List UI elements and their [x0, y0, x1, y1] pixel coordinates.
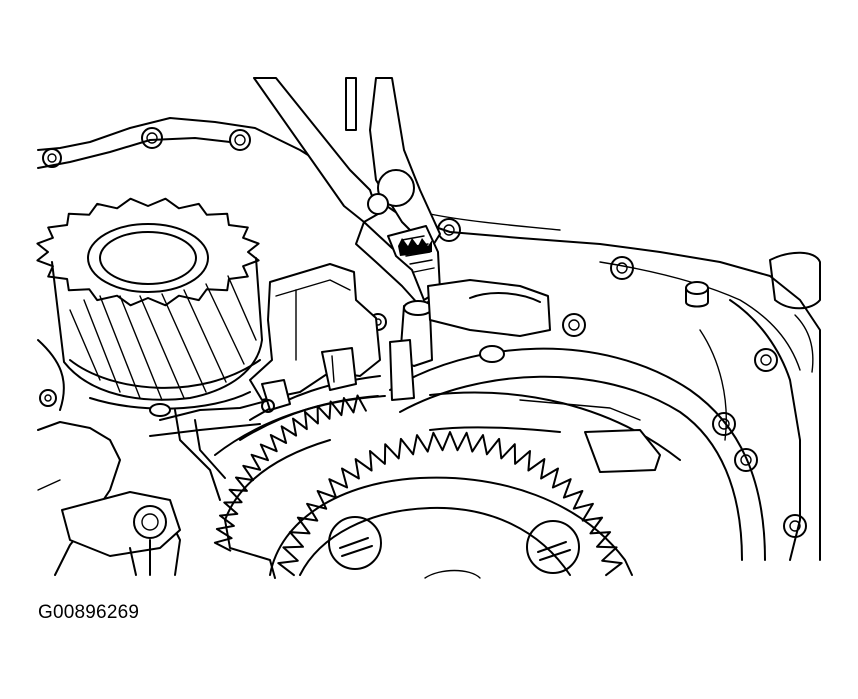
case-bolt-holes	[39, 127, 807, 538]
hub-bolt	[526, 520, 580, 574]
lever-arm	[61, 403, 181, 576]
pivot-bolt	[367, 169, 415, 215]
bolt-hole	[229, 129, 251, 151]
bolt-hole	[141, 127, 163, 149]
dowel-pin	[685, 281, 709, 308]
helical-drive-gear	[36, 197, 263, 410]
hub-bolt	[328, 516, 382, 570]
figure-id-label: G00896269	[38, 602, 140, 623]
output-gear	[269, 431, 633, 579]
bolt-hole	[783, 514, 807, 538]
bolt-hole	[39, 389, 57, 407]
bolt-hole	[712, 412, 736, 436]
transmission-illustration	[36, 77, 821, 579]
bolt-hole	[734, 448, 758, 472]
shift-lever-assembly	[149, 263, 381, 501]
bolt-hole	[610, 256, 634, 280]
ring-gear	[429, 391, 681, 473]
bolt-hole	[562, 313, 586, 337]
snap-ring-ends	[389, 279, 551, 401]
bolt-hole	[42, 148, 62, 168]
bolt-hole	[754, 348, 778, 372]
internal-gear	[213, 394, 386, 579]
